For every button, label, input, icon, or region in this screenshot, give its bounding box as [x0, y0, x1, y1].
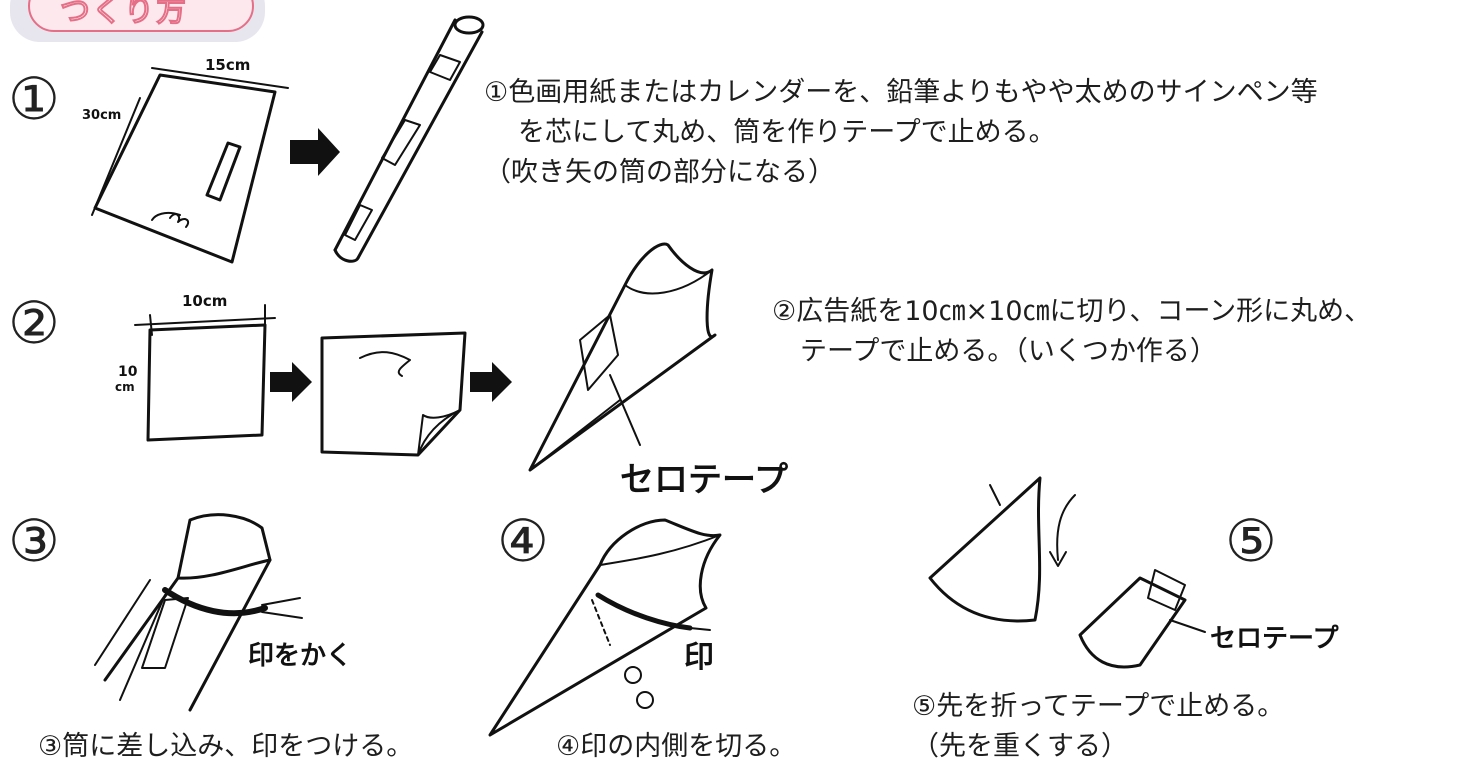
step2-folded-paper-drawing	[320, 331, 467, 457]
step-number-4: ④	[497, 507, 549, 575]
header-tab	[28, 0, 254, 32]
step5-tape-label: セロテープ	[1210, 624, 1339, 654]
arrow-right-icon	[290, 128, 340, 176]
step2-height-unit: cm	[115, 380, 135, 394]
step1-height-label: 30cm	[82, 108, 122, 123]
step2-height-label: 10	[118, 364, 138, 380]
step5-drawing	[928, 476, 1206, 669]
header-label: つくり方	[60, 0, 188, 30]
step2-square-drawing	[134, 304, 276, 442]
step5-text-line1: ⑤先を折ってテープで止める。	[912, 691, 1285, 722]
arrow-right-icon	[470, 362, 512, 402]
step2-tape-label: セロテープ	[620, 460, 788, 500]
step2-text-line1: ②広告紙を10㎝×10㎝に切り、コーン形に丸め、	[772, 296, 1372, 327]
step4-text: ④印の内側を切る。	[556, 731, 797, 762]
step2-text-line2: テープで止める。（いくつか作る）	[800, 336, 1217, 367]
step5-text-line2: （先を重くする）	[912, 731, 1128, 762]
step2-cone-drawing	[528, 242, 717, 472]
step4-drawing	[488, 518, 722, 737]
step1-width-label: 15cm	[205, 56, 251, 74]
step3-drawing	[94, 513, 303, 712]
step1-text-line2: を芯にして丸め、筒を作りテープで止める。	[518, 117, 1056, 148]
step-number-2: ②	[8, 289, 60, 357]
step-number-3: ③	[8, 507, 60, 575]
step4-mark-label: 印	[684, 640, 714, 675]
arrow-right-icon	[270, 362, 312, 402]
step1-text-line1: ①色画用紙またはカレンダーを、鉛筆よりもやや太めのサインペン等	[484, 77, 1318, 108]
step3-text: ③筒に差し込み、印をつける。	[38, 731, 414, 762]
step1-paper-drawing	[91, 67, 289, 264]
step3-mark-label: 印をかく	[248, 641, 353, 671]
step-number-1: ①	[8, 65, 60, 133]
step1-tube-drawing	[333, 15, 485, 263]
step1-text-line3: （吹き矢の筒の部分になる）	[484, 157, 835, 188]
step-number-5: ⑤	[1225, 507, 1277, 575]
step2-width-label: 10cm	[182, 292, 228, 310]
